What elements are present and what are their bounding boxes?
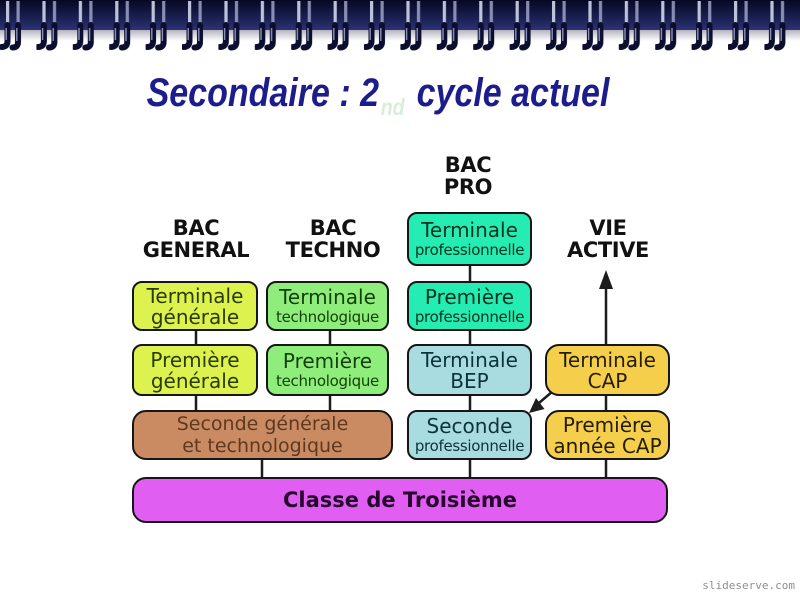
header-line: VIE	[589, 216, 627, 240]
box-line2: générale	[150, 304, 240, 329]
box-seconde-professionnelle: Seconde professionnelle	[407, 410, 532, 460]
box-line2: CAP	[587, 368, 628, 393]
box-terminale-bep: Terminale BEP	[407, 344, 532, 396]
box-line2: technologique	[276, 308, 379, 326]
box-terminale-technologique: Terminale technologique	[266, 281, 389, 331]
box-line1: Classe de Troisième	[283, 488, 517, 512]
box-line1: Terminale	[279, 285, 376, 309]
box-line2: BEP	[450, 368, 489, 393]
box-line2: technologique	[276, 372, 379, 390]
box-line1: Terminale	[421, 347, 518, 372]
vie-active-arrowhead-icon	[599, 270, 613, 289]
box-line2: année CAP	[553, 433, 662, 458]
box-premiere-annee-cap: Première année CAP	[545, 410, 670, 460]
box-terminale-generale: Terminale générale	[132, 281, 258, 331]
box-line1: Terminale	[146, 283, 244, 308]
watermark: slideserve.com	[702, 579, 795, 592]
box-line1: Seconde générale	[176, 413, 349, 435]
box-line2: et technologique	[182, 435, 343, 457]
box-line2: générale	[150, 368, 240, 393]
box-line1: Première	[282, 349, 373, 373]
box-premiere-technologique: Première technologique	[266, 344, 389, 396]
box-seconde-generale-technologique: Seconde générale et technologique	[132, 410, 393, 460]
title-part1: Secondaire : 2	[146, 71, 380, 115]
slide-title: Secondaire : 2nd cycle actuel	[57, 70, 700, 121]
box-line1: Seconde	[426, 414, 513, 438]
box-line1: Première	[150, 347, 240, 372]
box-line2: professionnelle	[414, 437, 525, 455]
header-line: TECHNO	[285, 238, 381, 262]
box-line2: professionnelle	[414, 308, 525, 326]
box-line1: Terminale	[559, 347, 656, 372]
header-vie-active: VIE ACTIVE	[567, 217, 649, 261]
header-bac-pro: BAC PRO	[443, 153, 493, 199]
box-line1: Terminale	[421, 218, 518, 242]
header-line: ACTIVE	[567, 238, 649, 262]
cap-seconde-arrowhead-icon	[529, 398, 545, 413]
box-premiere-professionnelle: Première professionnelle	[407, 281, 532, 331]
box-line2: professionnelle	[414, 241, 525, 259]
header-bac-general: BAC GENERAL	[143, 217, 250, 261]
header-line: BAC	[444, 153, 492, 177]
header-bac-techno: BAC TECHNO	[286, 217, 381, 261]
spiral-binding-icon	[0, 0, 800, 54]
header-line: PRO	[443, 175, 493, 199]
title-part2: cycle actuel	[407, 71, 610, 115]
box-premiere-generale: Première générale	[132, 344, 258, 396]
header-line: BAC	[172, 216, 220, 240]
box-terminale-cap: Terminale CAP	[545, 344, 670, 396]
box-line1: Première	[562, 412, 653, 437]
box-line1: Première	[424, 285, 515, 309]
title-superscript: nd	[380, 94, 405, 120]
header-line: GENERAL	[142, 238, 250, 262]
box-classe-de-troisieme: Classe de Troisième	[132, 477, 668, 523]
box-terminale-professionnelle: Terminale professionnelle	[407, 212, 532, 266]
header-line: BAC	[309, 216, 357, 240]
